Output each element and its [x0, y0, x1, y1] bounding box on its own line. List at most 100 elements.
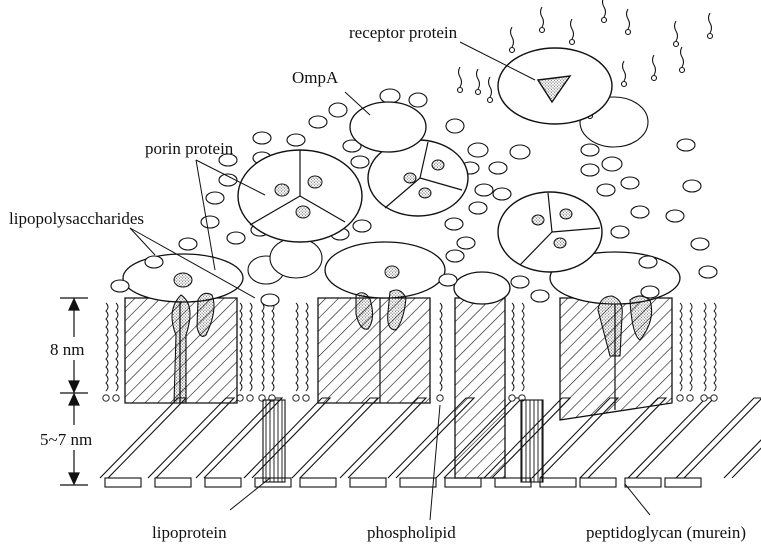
- surface-oval: [309, 116, 327, 128]
- oligosaccharide-chain: [477, 69, 480, 89]
- oligosaccharide-end: [488, 98, 493, 103]
- surface-oval: [531, 290, 549, 302]
- oligosaccharide-chain: [571, 19, 574, 39]
- label-lipopolysaccharides: lipopolysaccharides: [9, 210, 144, 227]
- surface-oval: [446, 119, 464, 133]
- lipid-tail: [240, 303, 242, 391]
- surface-oval: [201, 216, 219, 228]
- surface-oval: [261, 294, 279, 306]
- oligosaccharide-end: [570, 40, 575, 45]
- surface-oval: [287, 134, 305, 146]
- surface-oval: [641, 286, 659, 298]
- peptidoglycan-bar: [340, 398, 426, 478]
- phospholipid-head: [303, 395, 309, 401]
- peptidoglycan-strand: [580, 478, 616, 487]
- surface-oval: [380, 89, 400, 103]
- label-5-7nm: 5~7 nm: [40, 431, 92, 448]
- oligosaccharide-chain: [623, 61, 626, 81]
- phospholipid-head: [113, 395, 119, 401]
- label-receptor-protein: receptor protein: [349, 24, 457, 41]
- lipid-tail: [512, 303, 514, 391]
- peptidoglycan-bar: [628, 398, 714, 478]
- surface-oval: [446, 250, 464, 262]
- oligosaccharide-end: [622, 82, 627, 87]
- surface-oval: [270, 238, 322, 278]
- label-ompa: OmpA: [292, 69, 338, 86]
- peptidoglycan-strand: [105, 478, 141, 487]
- oligosaccharide-end: [510, 48, 515, 53]
- surface-oval: [351, 156, 369, 168]
- oligosaccharide-chain: [627, 9, 630, 29]
- oligosaccharide-chain: [675, 21, 678, 41]
- peptidoglycan-bar: [148, 398, 234, 478]
- lipid-tail: [440, 303, 442, 391]
- oligosaccharide-chain: [459, 67, 462, 87]
- surface-oval: [439, 274, 457, 286]
- porin-head-1: [238, 150, 362, 242]
- surface-oval: [409, 93, 427, 107]
- oligosaccharide-chain: [489, 77, 492, 97]
- receptor-protein: [498, 48, 612, 124]
- oligosaccharide-end: [652, 76, 657, 81]
- phospholipid-head: [677, 395, 683, 401]
- surface-oval: [581, 144, 599, 156]
- lipid-tail: [704, 303, 706, 391]
- peptidoglycan-strand: [350, 478, 386, 487]
- peptidoglycan-bar: [676, 398, 761, 478]
- lipid-tail: [522, 303, 524, 391]
- peptidoglycan-layer: [100, 398, 761, 478]
- surface-oval: [639, 256, 657, 268]
- surface-oval: [469, 202, 487, 214]
- surface-oval: [691, 238, 709, 250]
- surface-oval: [457, 237, 475, 249]
- peptidoglycan-strand: [625, 478, 661, 487]
- surface-oval: [699, 266, 717, 278]
- porin-head-3: [498, 192, 602, 272]
- peptidoglycan-strand: [205, 478, 241, 487]
- lipid-tail: [272, 303, 274, 391]
- surface-oval: [621, 177, 639, 189]
- lipid-tail: [250, 303, 252, 391]
- surface-oval: [353, 220, 371, 232]
- oligosaccharide-chain: [709, 13, 712, 33]
- lipid-tail: [680, 303, 682, 391]
- peptidoglycan-strands: [105, 478, 701, 487]
- surface-oval: [597, 184, 615, 196]
- phospholipid-head: [711, 395, 717, 401]
- surface-oval: [468, 143, 488, 157]
- phospholipid-head: [237, 395, 243, 401]
- label-lipoprotein: lipoprotein: [152, 524, 227, 541]
- phospholipid-head: [687, 395, 693, 401]
- lipid-tail: [106, 303, 108, 391]
- phospholipid-head: [293, 395, 299, 401]
- peptidoglycan-strand: [445, 478, 481, 487]
- oligosaccharide-end: [540, 28, 545, 33]
- ompa-oval: [350, 102, 426, 152]
- label-phospholipid: phospholipid: [367, 524, 456, 541]
- peptidoglycan-bar: [244, 398, 330, 478]
- surface-oval: [329, 103, 347, 117]
- lipid-tail: [116, 303, 118, 391]
- surface-oval: [611, 226, 629, 238]
- surface-oval: [677, 139, 695, 151]
- surface-oval: [253, 132, 271, 144]
- surface-oval: [581, 164, 599, 176]
- oligosaccharide-end: [458, 88, 463, 93]
- surface-oval: [493, 188, 511, 200]
- phospholipid-head: [103, 395, 109, 401]
- peptidoglycan-bar: [292, 398, 378, 478]
- surface-oval: [631, 206, 649, 218]
- label-porin-protein: porin protein: [145, 140, 233, 157]
- lipid-tail: [306, 303, 308, 391]
- peptidoglycan-strand: [400, 478, 436, 487]
- oligosaccharide-chain: [681, 47, 684, 67]
- surface-oval: [445, 218, 463, 230]
- oligosaccharide-end: [626, 30, 631, 35]
- ompa-block: [454, 272, 510, 478]
- oligosaccharide-end: [476, 90, 481, 95]
- lipid-tail: [690, 303, 692, 391]
- surface-oval: [511, 276, 529, 288]
- lipid-tail: [262, 303, 264, 391]
- phospholipid-head: [701, 395, 707, 401]
- peptidoglycan-strand: [540, 478, 576, 487]
